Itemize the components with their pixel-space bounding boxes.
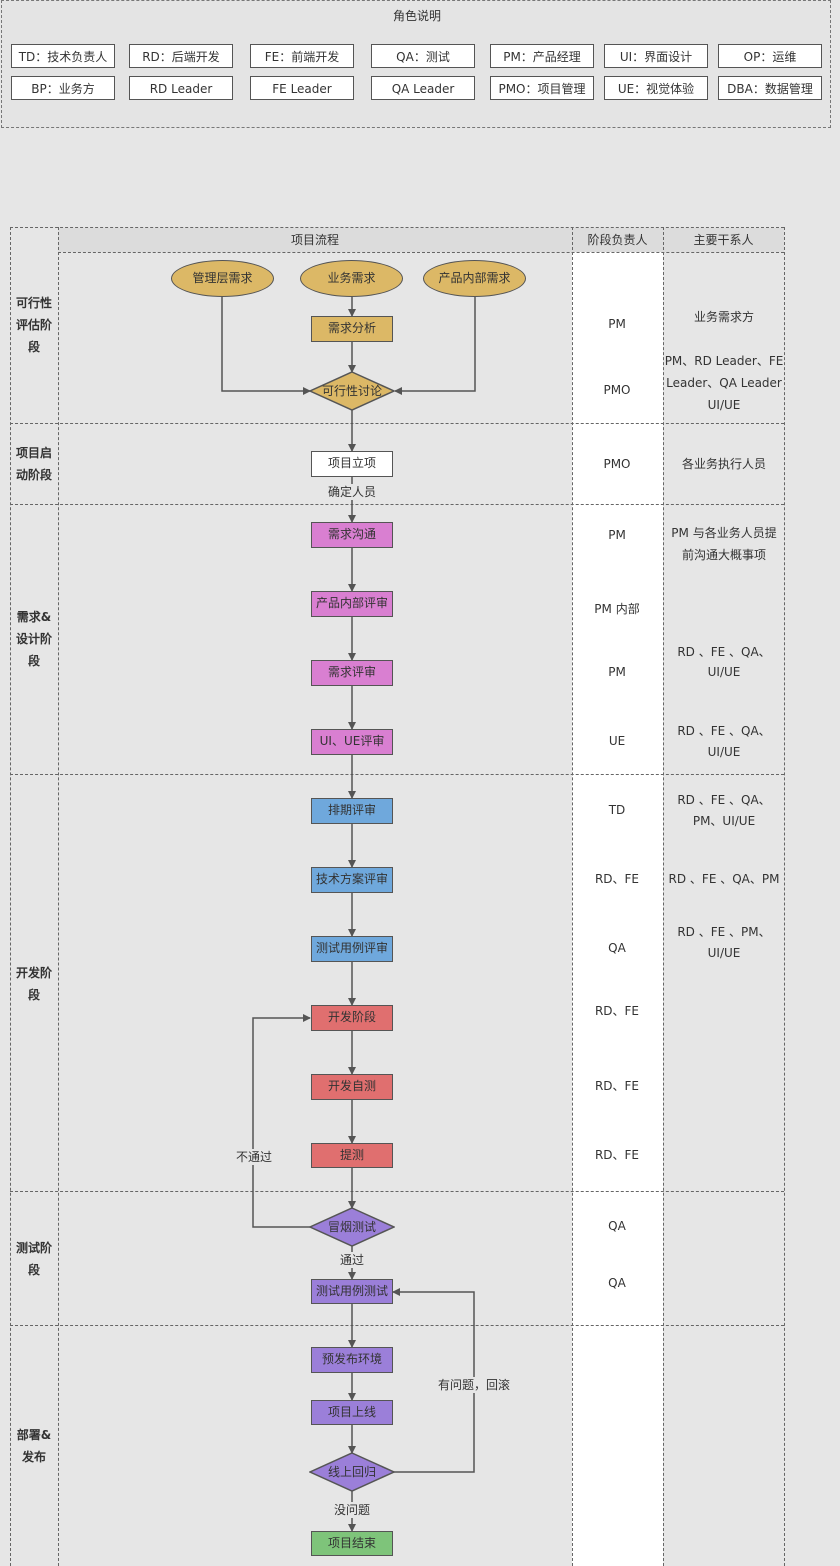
owner-ui-review: UE — [608, 734, 626, 748]
stakeholder-schedule-review-line2: PM、UI/UE — [692, 814, 756, 828]
owner-feasibility: PMO — [603, 383, 631, 397]
owner-column-bg — [572, 252, 663, 1566]
stage-initiation: 项目启动阶段 — [15, 446, 52, 482]
stage-design: 需求&设计阶段 — [15, 610, 52, 668]
stakeholder-feasibility-line2: Leader、QA Leader — [666, 376, 782, 390]
testcase-review-node: 测试用例评审 — [311, 936, 393, 962]
role-pm: PM：产品经理 — [490, 44, 594, 68]
stage-release: 部署&发布 — [16, 1428, 52, 1464]
stakeholder-req-comm-line1: PM 与各业务人员提 — [671, 526, 777, 540]
role-ui: UI：界面设计 — [604, 44, 708, 68]
edge-label-fail: 不通过 — [236, 1149, 273, 1165]
role-qa-leader: QA Leader — [371, 76, 475, 100]
stakeholder-feasibility-line1: PM、RD Leader、FE — [664, 354, 784, 368]
role-dba: DBA：数据管理 — [718, 76, 822, 100]
owner-dev: RD、FE — [594, 1004, 640, 1018]
stakeholder-project-init: 各业务执行人员 — [681, 457, 766, 471]
role-td: TD：技术负责人 — [11, 44, 115, 68]
edge-label-confirm: 确定人员 — [328, 484, 377, 500]
owner-tech-review: RD、FE — [594, 872, 640, 886]
owner-self-test: RD、FE — [594, 1079, 640, 1093]
online-regression-diamond-shape — [309, 1452, 395, 1492]
owner-req-analysis: PM — [608, 317, 626, 331]
feasibility-node: 可行性讨论 — [321, 384, 382, 398]
req-analysis-node: 需求分析 — [311, 316, 393, 342]
role-ue: UE：视觉体验 — [604, 76, 708, 100]
online-regression-node: 线上回归 — [327, 1465, 376, 1479]
stakeholder-ui-review-line1: RD 、FE 、QA、 — [677, 724, 771, 738]
stakeholder-testcase-review-line2: UI/UE — [707, 946, 741, 960]
stakeholder-req-analysis: 业务需求方 — [693, 310, 754, 324]
stakeholder-testcase-review-line1: RD 、FE 、PM、 — [677, 925, 771, 939]
stakeholder-tech-review: RD 、FE 、QA、PM — [668, 872, 780, 886]
owner-testcase-review: QA — [608, 941, 626, 955]
owner-submit-test: RD、FE — [594, 1148, 640, 1162]
stakeholder-req-review-line2: UI/UE — [707, 665, 741, 679]
role-legend: 角色说明 TD：技术负责人 RD：后端开发 FE：前端开发 QA：测试 PM：产… — [1, 0, 831, 128]
role-fe-leader: FE Leader — [250, 76, 354, 100]
stakeholder-req-comm-line2: 前沟通大概事项 — [681, 548, 766, 562]
mgmt-requirement-node: 管理层需求 — [171, 260, 274, 297]
edge-label-pass: 通过 — [340, 1252, 365, 1268]
stakeholder-req-review-line1: RD 、FE 、QA、 — [677, 645, 771, 659]
owner-schedule-review: TD — [608, 803, 626, 817]
go-live-node: 项目上线 — [311, 1400, 393, 1425]
role-rd-leader: RD Leader — [129, 76, 233, 100]
product-requirement-node: 产品内部需求 — [423, 260, 526, 297]
role-rd: RD：后端开发 — [129, 44, 233, 68]
legend-title: 角色说明 — [392, 9, 441, 23]
edge-label-no-issue: 没问题 — [334, 1502, 371, 1518]
feasibility-diamond-shape — [309, 371, 395, 411]
role-qa: QA：测试 — [371, 44, 475, 68]
header-flow: 项目流程 — [290, 233, 339, 247]
schedule-review-node: 排期评审 — [311, 798, 393, 824]
stakeholder-feasibility-line3: UI/UE — [707, 398, 741, 412]
header-owner: 阶段负责人 — [587, 233, 648, 247]
self-test-node: 开发自测 — [311, 1074, 393, 1100]
business-requirement-node: 业务需求 — [300, 260, 403, 297]
stakeholder-schedule-review-line1: RD 、FE 、QA、 — [677, 793, 771, 807]
ui-ue-review-node: UI、UE评审 — [311, 729, 393, 755]
smoke-test-node: 冒烟测试 — [327, 1220, 376, 1234]
dev-node: 开发阶段 — [311, 1005, 393, 1031]
stage-testing: 测试阶段 — [15, 1241, 52, 1277]
edge-label-rollback: 有问题，回滚 — [438, 1377, 511, 1393]
owner-req-comm: PM — [608, 528, 626, 542]
tech-review-node: 技术方案评审 — [311, 867, 393, 893]
header-stakeholder: 主要干系人 — [693, 233, 754, 247]
role-pmo: PMO：项目管理 — [490, 76, 594, 100]
role-fe: FE：前端开发 — [250, 44, 354, 68]
testcase-test-node: 测试用例测试 — [311, 1279, 393, 1304]
req-review-node: 需求评审 — [311, 660, 393, 686]
req-comm-node: 需求沟通 — [311, 522, 393, 548]
owner-product-review: PM 内部 — [594, 602, 640, 616]
owner-testcase-test: QA — [608, 1276, 626, 1290]
owner-req-review: PM — [608, 665, 626, 679]
role-bp: BP：业务方 — [11, 76, 115, 100]
stage-development: 开发阶段 — [15, 966, 52, 1002]
product-review-node: 产品内部评审 — [311, 591, 393, 617]
pre-release-node: 预发布环境 — [311, 1347, 393, 1373]
project-end-node: 项目结束 — [311, 1531, 393, 1556]
role-op: OP：运维 — [718, 44, 822, 68]
owner-project-init: PMO — [603, 457, 631, 471]
smoke-test-diamond-shape — [309, 1207, 395, 1247]
stakeholder-ui-review-line2: UI/UE — [707, 745, 741, 759]
project-init-node: 项目立项 — [311, 451, 393, 477]
stage-feasibility: 可行性评估阶段 — [15, 296, 52, 354]
submit-test-node: 提测 — [311, 1143, 393, 1168]
owner-smoke-test: QA — [608, 1219, 626, 1233]
